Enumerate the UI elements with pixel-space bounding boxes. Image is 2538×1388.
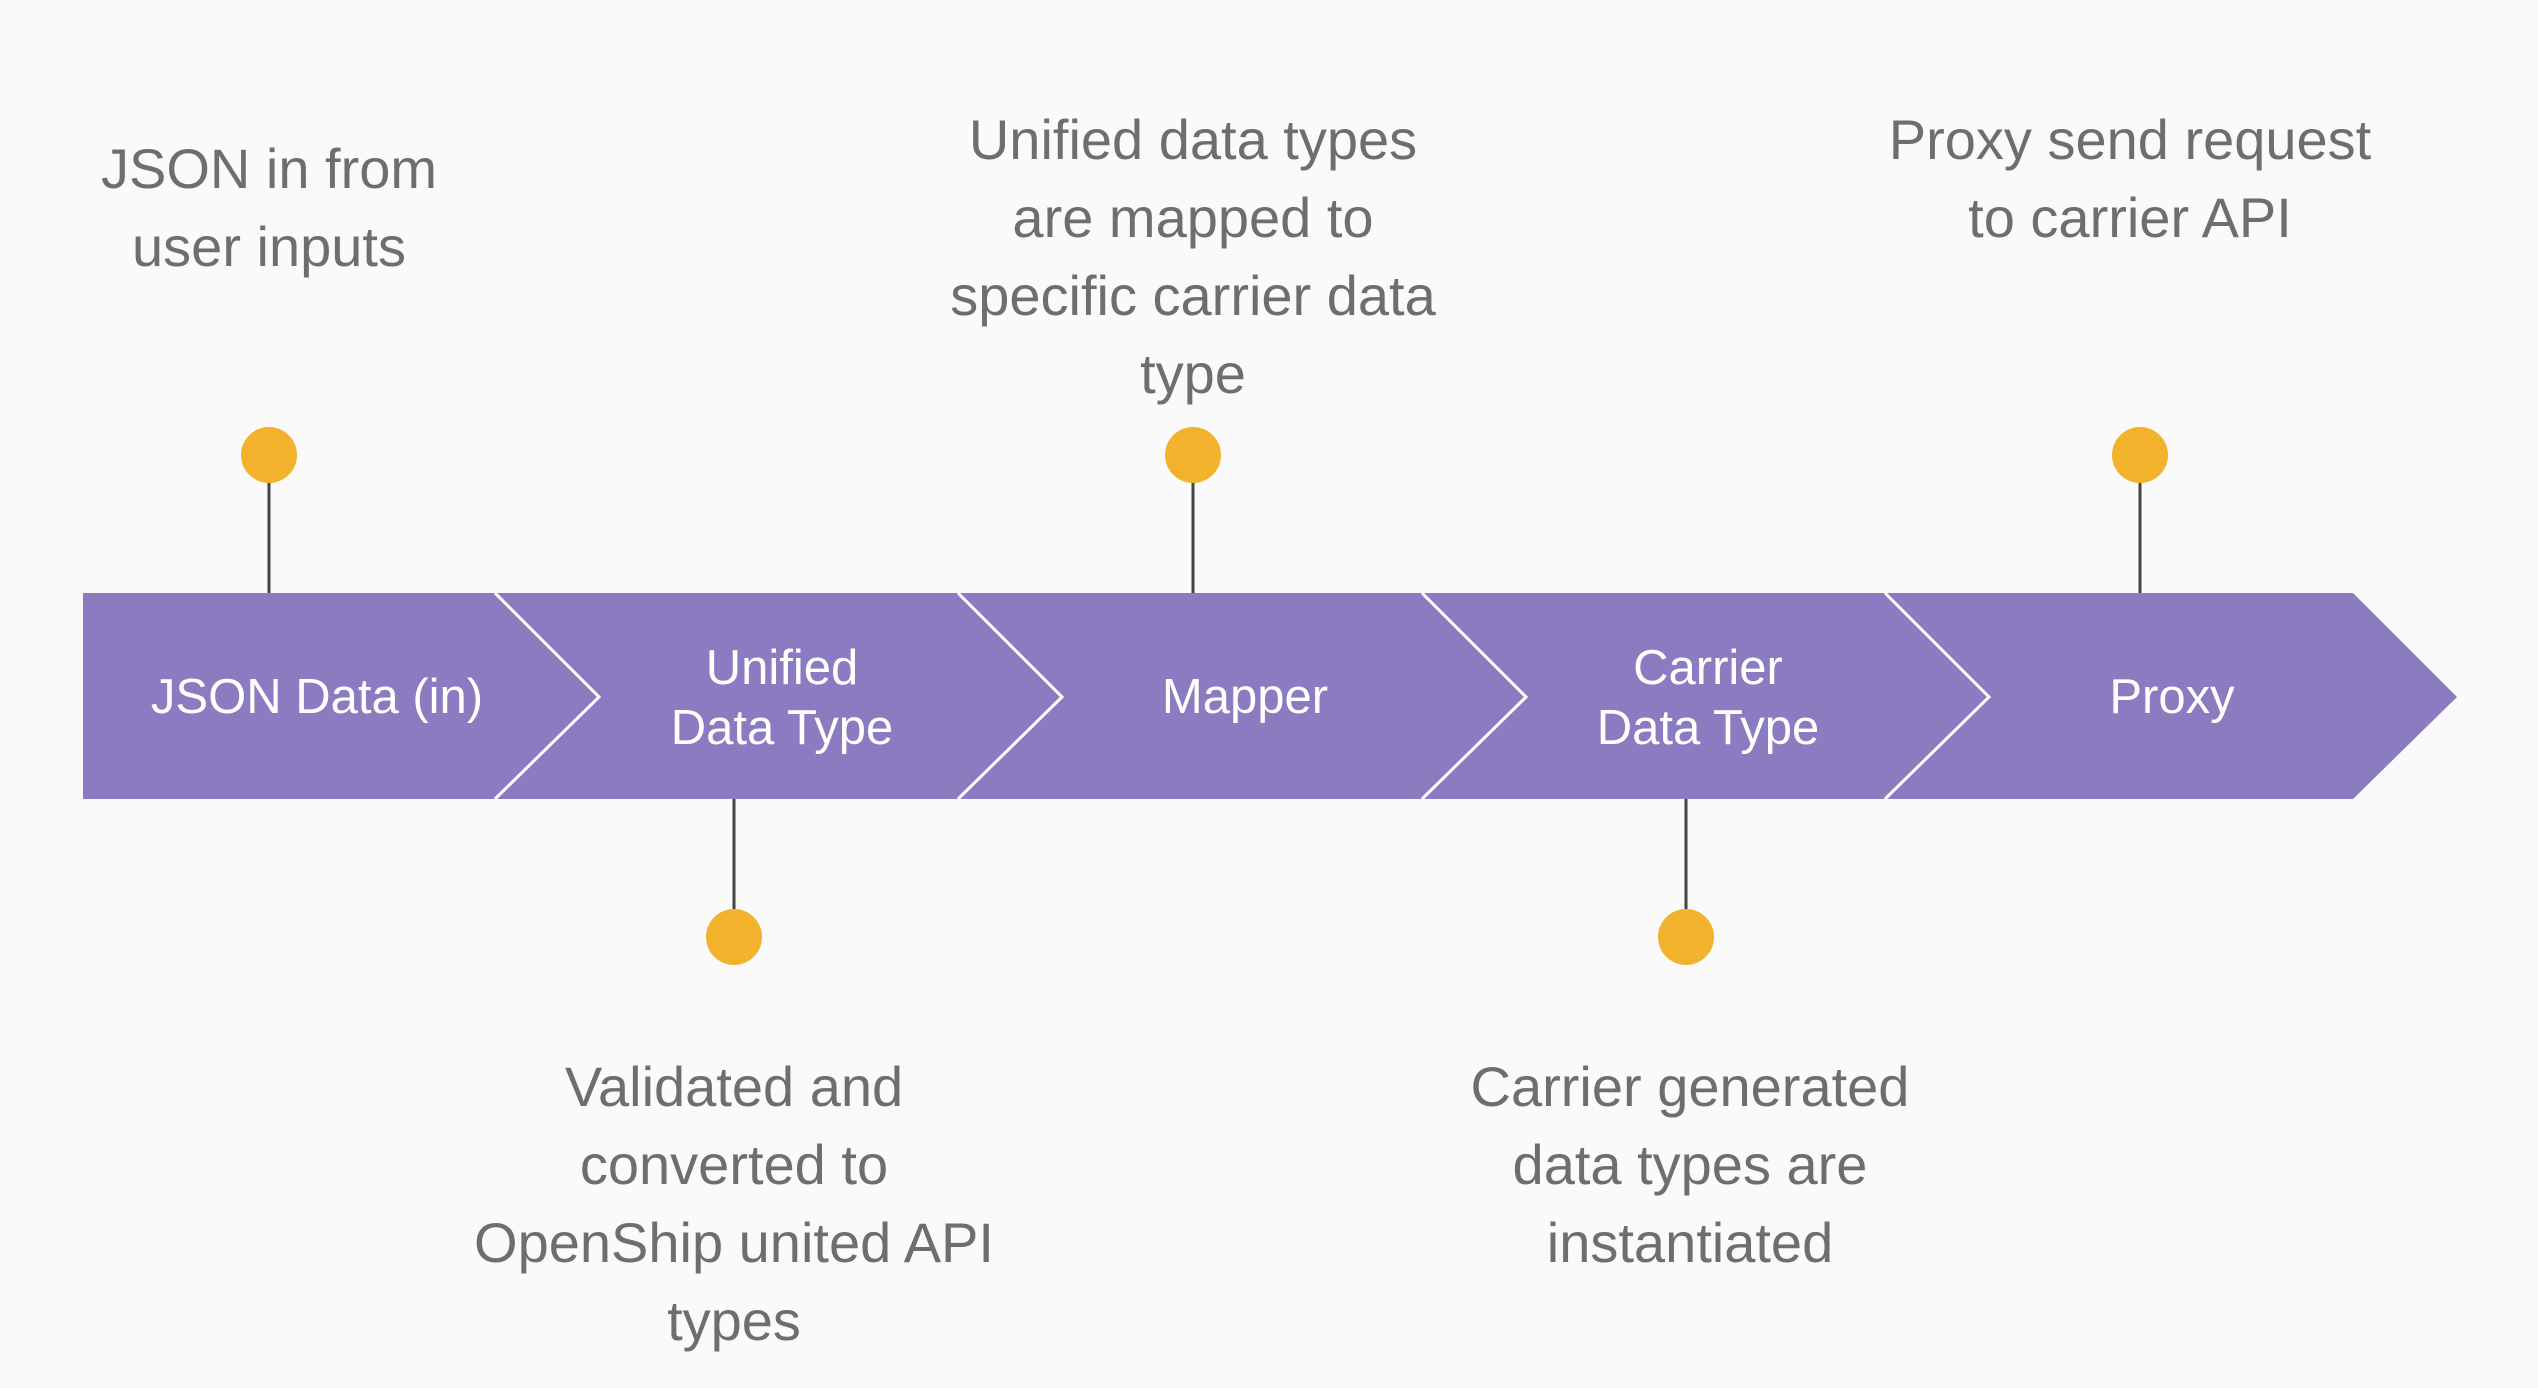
chevron-separator-2 (956, 591, 1065, 801)
annotation-proxy: Proxy send request to carrier API (1888, 108, 2372, 249)
chevron-separator-1 (493, 591, 602, 801)
chevron-separator-3 (1420, 591, 1529, 801)
annotation-carrier-data-type: Carrier generated data types are instant… (1470, 1055, 1910, 1274)
stage-label-unified-data-type: Unified Data Type (670, 641, 894, 755)
marker-json-data-in (241, 427, 297, 483)
marker-proxy (2112, 427, 2168, 483)
marker-unified-data-type (706, 909, 762, 965)
stage-label-mapper: Mapper (1161, 670, 1329, 724)
stage-label-carrier-data-type: Carrier Data Type (1596, 641, 1820, 755)
annotation-json-data-in: JSON in from user inputs (100, 137, 438, 278)
chevron-separator-4 (1883, 591, 1992, 801)
marker-mapper (1165, 427, 1221, 483)
marker-carrier-data-type (1658, 909, 1714, 965)
annotation-unified-data-type: Validated and converted to OpenShip unit… (474, 1055, 994, 1352)
annotation-mapper: Unified data types are mapped to specifi… (950, 108, 1436, 405)
chevron-band (83, 593, 2457, 799)
stage-label-proxy: Proxy (2109, 670, 2235, 724)
stage-label-json-data-in: JSON Data (in) (150, 670, 484, 724)
